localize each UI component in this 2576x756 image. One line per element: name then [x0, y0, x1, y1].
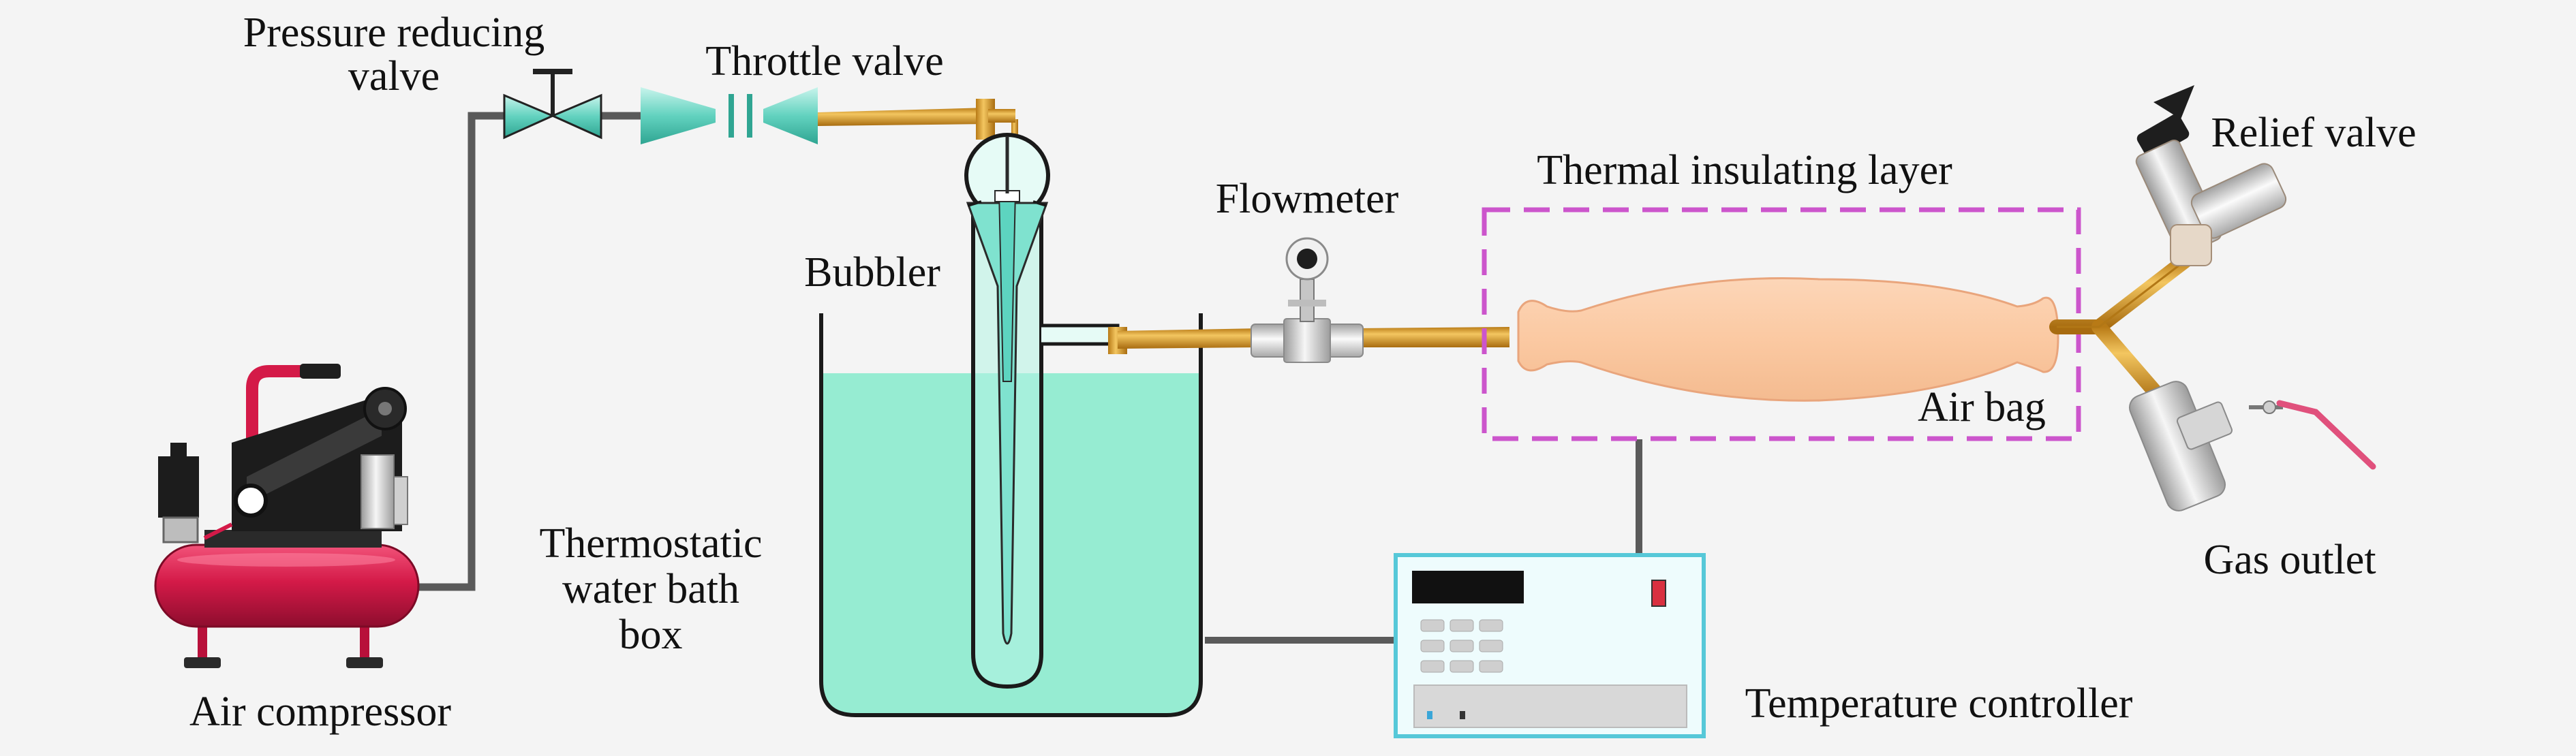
relief-valve: [2135, 85, 2287, 266]
gas-outlet-valve: [2128, 381, 2376, 511]
pressure-reducing-valve: [503, 69, 602, 140]
throttle-valve: [641, 87, 818, 144]
bubbler: [964, 133, 1120, 689]
label-bubbler: Bubbler: [804, 249, 940, 296]
thermal-insulating-layer: [1482, 207, 2081, 441]
label-pressure-reducing-line1: Pressure reducing: [243, 10, 545, 56]
label-air-bag: Air bag: [1918, 384, 2046, 430]
air-compressor: [154, 364, 420, 668]
air-bag: [1517, 277, 2059, 402]
label-temperature-controller: Temperature controller: [1745, 680, 2133, 727]
label-thermostatic-line3: box: [619, 612, 683, 658]
label-thermostatic-line1: Thermostatic: [539, 520, 762, 567]
label-air-compressor: Air compressor: [189, 689, 451, 735]
air-pipe: [416, 112, 506, 591]
label-thermostatic-line2: water bath: [562, 566, 739, 612]
flowmeter: [1251, 237, 1364, 363]
label-throttle-valve: Throttle valve: [705, 38, 943, 84]
temperature-controller: [1394, 553, 1706, 738]
label-thermal-insulating-layer: Thermal insulating layer: [1537, 147, 1952, 193]
label-flowmeter: Flowmeter: [1216, 176, 1399, 222]
outlet-tube: [1108, 327, 1509, 354]
label-gas-outlet: Gas outlet: [2203, 537, 2376, 583]
label-pressure-reducing-line2: valve: [348, 53, 440, 99]
label-relief-valve: Relief valve: [2211, 110, 2416, 156]
feed-tube: [818, 99, 1018, 160]
